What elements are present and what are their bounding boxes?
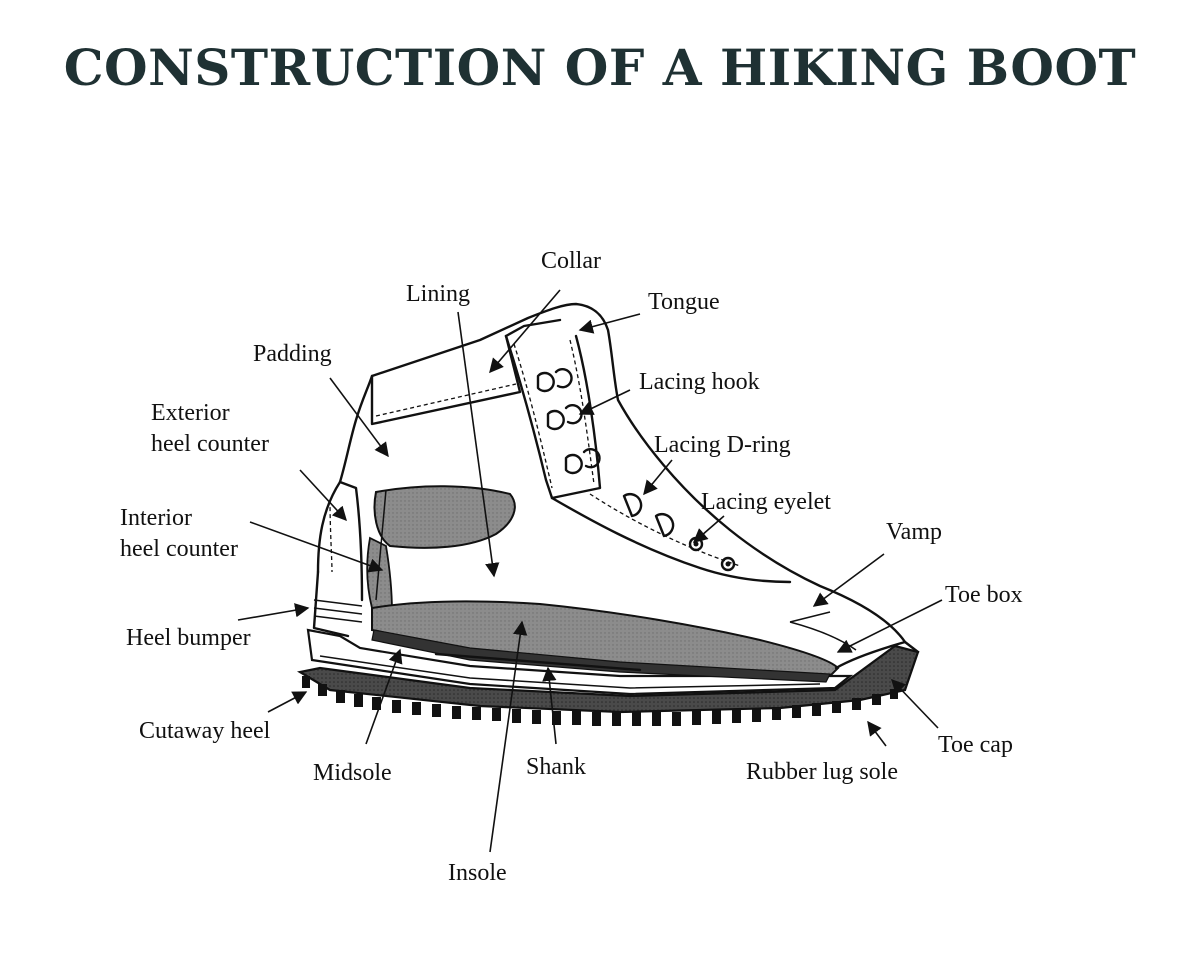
label-lacing-d-ring: Lacing D-ring: [654, 432, 791, 458]
leader-shank: [542, 666, 557, 745]
label-interior-heel-counter-line1: Interior: [120, 505, 192, 531]
leader-toe-cap: [891, 678, 939, 729]
page-title: CONSTRUCTION OF A HIKING BOOT: [63, 38, 1137, 97]
label-vamp: Vamp: [886, 519, 942, 545]
leader-midsole: [365, 648, 403, 745]
label-rubber-lug-sole: Rubber lug sole: [746, 759, 898, 785]
label-insole: Insole: [448, 860, 507, 886]
label-midsole: Midsole: [313, 760, 392, 786]
leader-insole: [489, 620, 528, 853]
leader-heel-bumper: [237, 603, 310, 621]
label-heel-bumper: Heel bumper: [126, 625, 251, 651]
label-lining: Lining: [406, 281, 470, 307]
leader-toe-box: [836, 599, 943, 653]
rubber-lug-sole-shape: [296, 644, 920, 714]
label-shank: Shank: [526, 754, 586, 780]
label-interior-heel-counter-line2: heel counter: [120, 536, 238, 562]
leader-exterior-heel-counter: [299, 469, 347, 522]
lacing-eyelets: [688, 536, 736, 572]
leader-cutaway-heel: [267, 691, 308, 713]
label-collar: Collar: [541, 248, 601, 274]
label-cutaway-heel: Cutaway heel: [139, 718, 271, 744]
leader-lacing-d-ring: [643, 459, 673, 496]
leader-lines: [237, 289, 943, 853]
upper-outline: [316, 302, 920, 654]
leader-lacing-eyelet: [692, 515, 725, 543]
leader-collar: [489, 289, 561, 374]
label-exterior-heel-counter-line1: Exterior: [151, 400, 230, 426]
lacing-d-rings: [622, 493, 675, 538]
label-toe-cap: Toe cap: [938, 732, 1013, 758]
leader-lining: [457, 311, 500, 578]
interior-heel-counter-shape: [366, 536, 393, 614]
shank-shape: [371, 629, 831, 683]
label-exterior-heel-counter-line2: heel counter: [151, 431, 269, 457]
leader-tongue: [578, 313, 641, 334]
sole-lugs: [302, 676, 898, 726]
boot-illustration: [296, 302, 920, 726]
midsole-shape: [306, 628, 854, 696]
padding-shape: [373, 485, 516, 549]
label-lacing-hook: Lacing hook: [639, 369, 760, 395]
part-labels: Collar Lining Tongue Padding Lacing hook…: [120, 248, 1023, 886]
label-lacing-eyelet: Lacing eyelet: [701, 489, 831, 515]
leader-lacing-hook: [578, 389, 631, 415]
label-padding: Padding: [253, 341, 332, 367]
leader-interior-heel-counter: [249, 521, 384, 573]
leader-padding: [329, 377, 389, 458]
label-toe-box: Toe box: [945, 582, 1023, 608]
leader-vamp: [812, 553, 885, 607]
leader-rubber-lug-sole: [867, 720, 887, 747]
label-tongue: Tongue: [648, 289, 720, 315]
insole-shape: [371, 600, 840, 678]
